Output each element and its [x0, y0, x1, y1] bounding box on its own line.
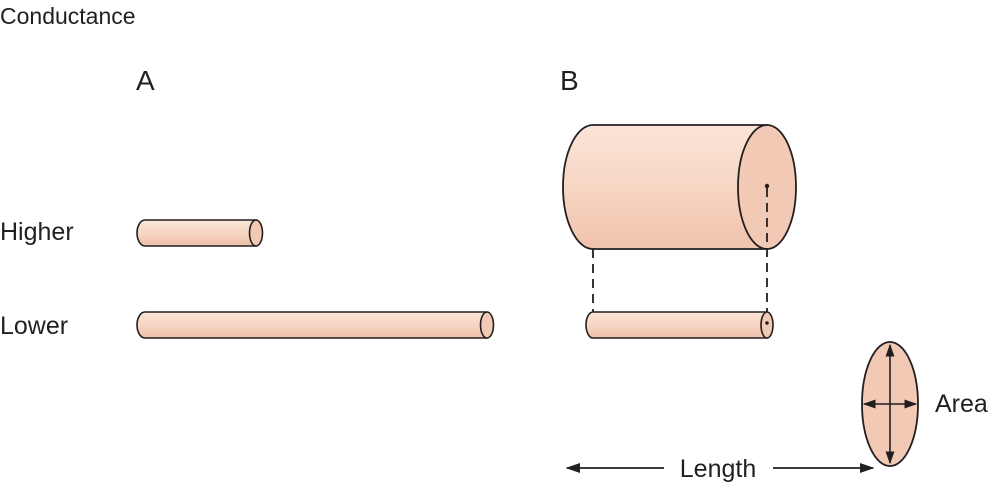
row-higher-label: Higher [0, 218, 74, 246]
panel-a-label: A [136, 65, 155, 96]
panel-b-label: B [560, 65, 579, 96]
cross-section-area [861, 341, 919, 467]
length-label: Length [680, 455, 756, 483]
short-thin-cylinder [136, 219, 264, 247]
cylinder-end-face [760, 311, 774, 339]
figure-title: Conductance [0, 3, 136, 29]
area-label: Area [935, 390, 988, 418]
cylinder-end-face [479, 311, 495, 339]
small-thin-cylinder [585, 311, 774, 339]
cylinder-end-face [248, 219, 264, 247]
row-lower-label: Lower [0, 312, 68, 340]
large-thick-cylinder [562, 124, 797, 250]
long-thin-cylinder [136, 311, 495, 339]
center-dot [764, 183, 770, 189]
center-dot [765, 321, 769, 325]
